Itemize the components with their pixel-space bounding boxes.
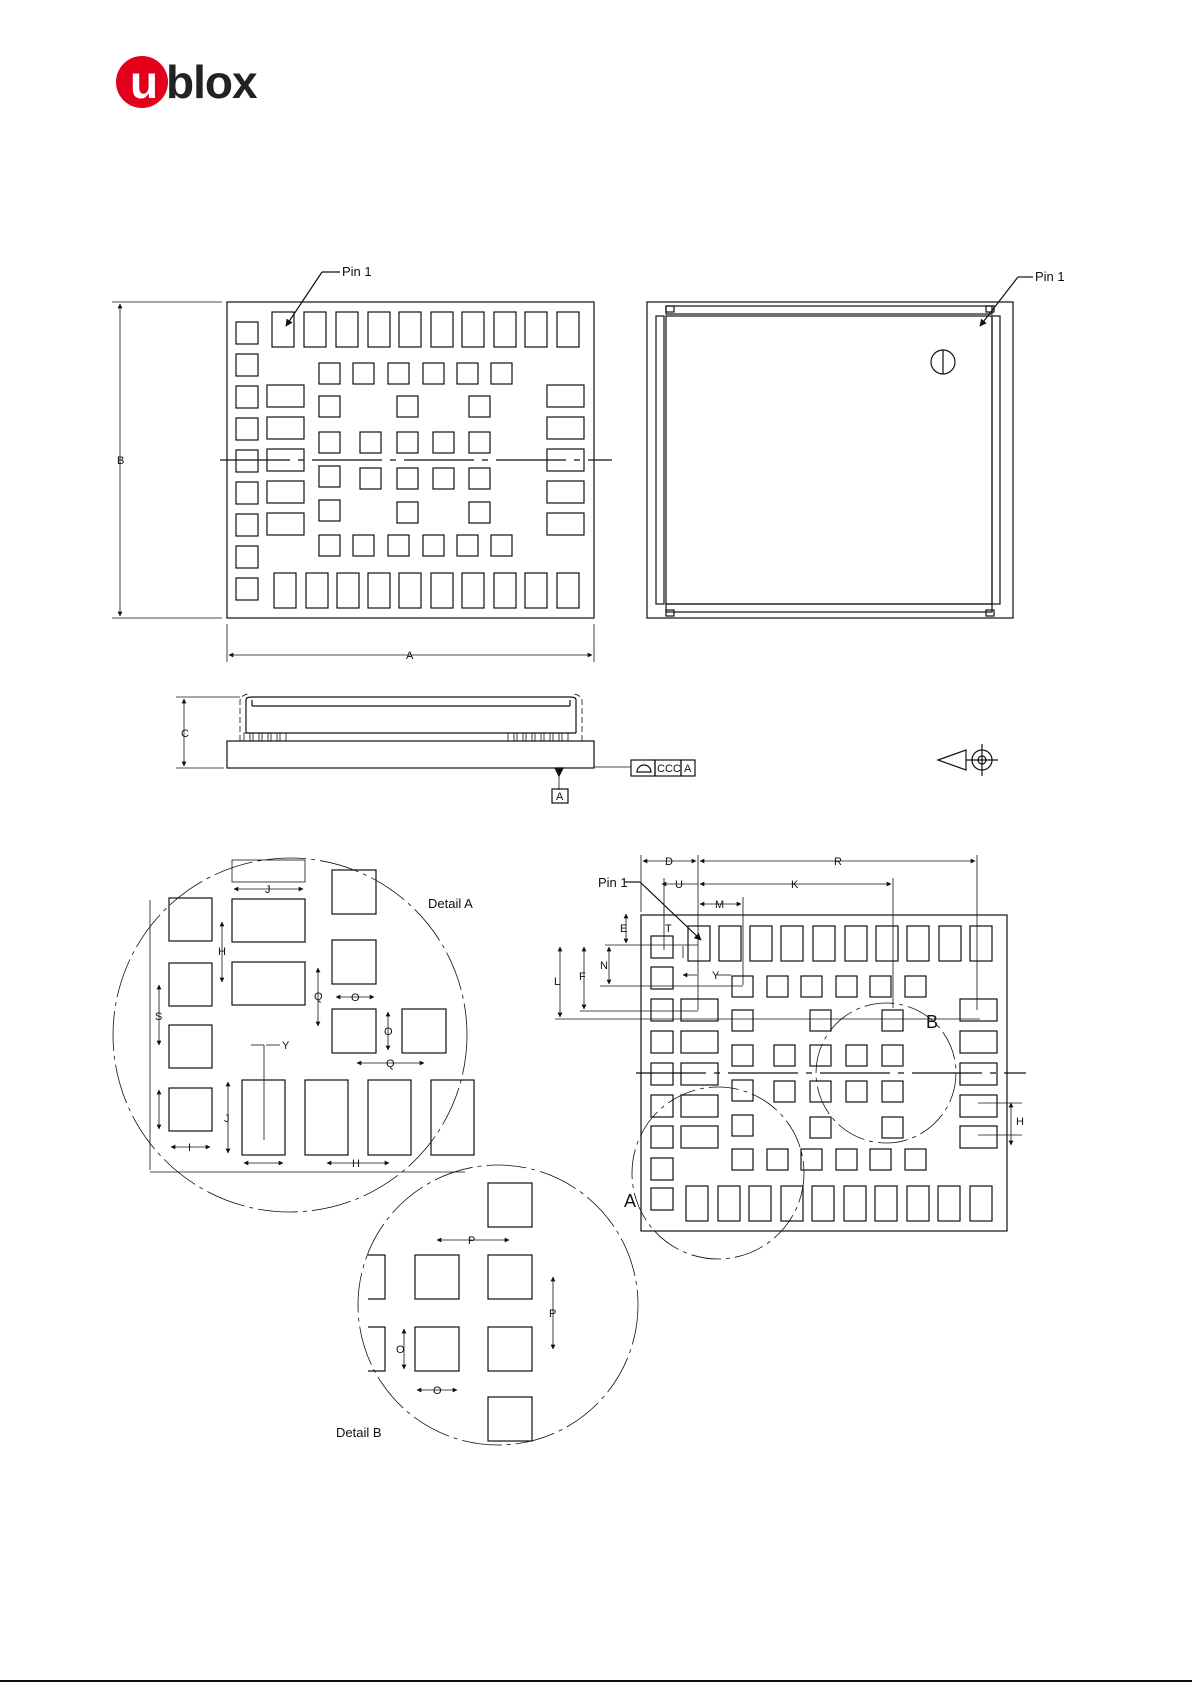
detail-a-dim-h-bottom: H bbox=[352, 1158, 360, 1170]
pin1-label-bottom-view: Pin 1 bbox=[342, 264, 372, 279]
detail-a bbox=[113, 858, 474, 1212]
land-dim-f: F bbox=[579, 971, 586, 983]
drawing-labels: Pin 1 Pin 1 B A C A CCC A Detail A J H S… bbox=[117, 264, 1065, 1440]
land-dim-n: N bbox=[600, 960, 608, 972]
detail-b bbox=[358, 1165, 638, 1445]
land-dim-k: K bbox=[791, 879, 799, 891]
detail-a-dim-q-left: Q bbox=[314, 991, 323, 1003]
detail-a-dim-i: I bbox=[188, 1142, 191, 1154]
detail-b-dim-o-side: O bbox=[396, 1344, 405, 1356]
detail-b-dim-o-bottom: O bbox=[433, 1385, 442, 1397]
footer-rule bbox=[0, 1680, 1192, 1682]
land-dim-m: M bbox=[715, 899, 724, 911]
detail-b-callout: B bbox=[926, 1012, 938, 1032]
detail-a-dim-o-top: O bbox=[351, 992, 360, 1004]
land-pin1-label: Pin 1 bbox=[598, 875, 628, 890]
land-dim-r: R bbox=[834, 856, 842, 868]
dim-b-label: B bbox=[117, 455, 124, 467]
top-view bbox=[647, 277, 1033, 618]
detail-a-dim-j-top: J bbox=[265, 884, 271, 896]
land-dim-h: H bbox=[1016, 1116, 1024, 1128]
land-dim-l: L bbox=[554, 976, 560, 988]
detail-a-dim-j-side: J bbox=[224, 1113, 230, 1125]
land-dim-t: T bbox=[665, 923, 672, 935]
dim-c-label: C bbox=[181, 728, 189, 740]
detail-b-dim-p-top: P bbox=[468, 1235, 475, 1247]
detail-a-dim-y: Y bbox=[282, 1040, 290, 1052]
bottom-view bbox=[112, 272, 612, 662]
detail-b-title: Detail B bbox=[336, 1425, 382, 1440]
side-view bbox=[176, 694, 998, 803]
datum-label: A bbox=[556, 791, 564, 803]
land-dim-d: D bbox=[665, 856, 673, 868]
dim-a-label: A bbox=[406, 650, 414, 662]
tolerance-label: CCC bbox=[657, 763, 681, 775]
detail-a-dim-s: S bbox=[155, 1011, 162, 1023]
detail-a-callout: A bbox=[624, 1191, 636, 1211]
detail-a-title: Detail A bbox=[428, 896, 473, 911]
detail-a-dim-h: H bbox=[218, 946, 226, 958]
detail-a-dim-o-side: O bbox=[384, 1026, 393, 1038]
pin1-label-top-view: Pin 1 bbox=[1035, 269, 1065, 284]
land-dim-u: U bbox=[675, 879, 683, 891]
detail-b-dim-p-side: P bbox=[549, 1308, 556, 1320]
detail-a-dim-q-bottom: Q bbox=[386, 1058, 395, 1070]
land-dim-e: E bbox=[620, 923, 627, 935]
land-dim-y: Y bbox=[712, 970, 720, 982]
tolerance-datum-label: A bbox=[684, 763, 692, 775]
